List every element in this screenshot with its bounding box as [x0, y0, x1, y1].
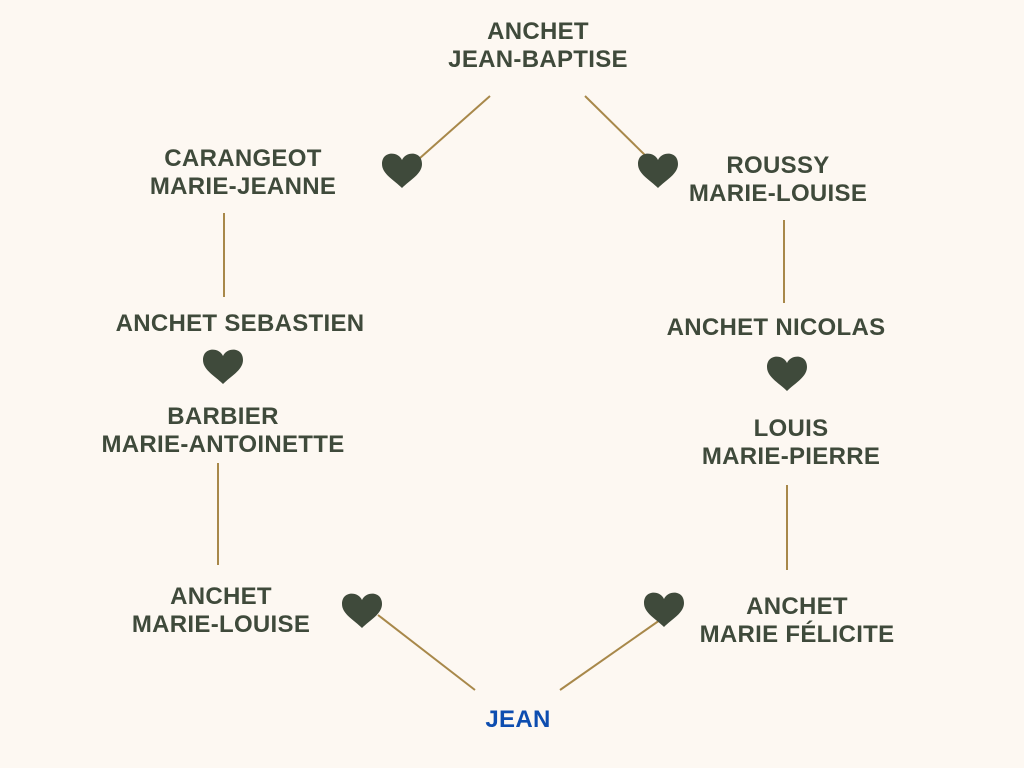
person-anchet-nicolas: ANCHET NICOLAS [667, 314, 886, 342]
given-name: MARIE FÉLICITE [699, 621, 895, 648]
given-name: MARIE-LOUISE [688, 180, 868, 207]
given-name: JEAN-BAPTISE [448, 46, 628, 73]
given-name: MARIE-LOUISE [131, 611, 311, 638]
given-name: JEAN [485, 706, 551, 733]
connector-line [377, 614, 476, 691]
given-name: MARIE-PIERRE [701, 443, 881, 470]
given-name: MARIE-ANTOINETTE [101, 431, 345, 458]
surname: LOUIS [753, 415, 829, 442]
surname: ROUSSY [726, 152, 830, 179]
heart-icon [342, 593, 382, 628]
surname: ANCHET [487, 18, 589, 45]
heart-icon [638, 153, 678, 188]
full-name: ANCHET SEBASTIEN [115, 310, 365, 337]
heart-icon [203, 349, 243, 384]
person-anchet-sebastien: ANCHET SEBASTIEN [116, 310, 365, 338]
heart-icon [644, 592, 684, 627]
heart-icon [767, 356, 807, 391]
surname: CARANGEOT [164, 145, 322, 172]
surname: ANCHET [170, 583, 272, 610]
given-name: MARIE-JEANNE [149, 173, 337, 200]
full-name: ANCHET NICOLAS [666, 314, 886, 341]
person-jean: JEAN [485, 706, 550, 734]
surname: BARBIER [167, 403, 279, 430]
heart-icon [382, 153, 422, 188]
connector-line [559, 619, 661, 691]
connector-line [584, 95, 651, 161]
surname: ANCHET [746, 593, 848, 620]
connector-line [419, 95, 491, 159]
